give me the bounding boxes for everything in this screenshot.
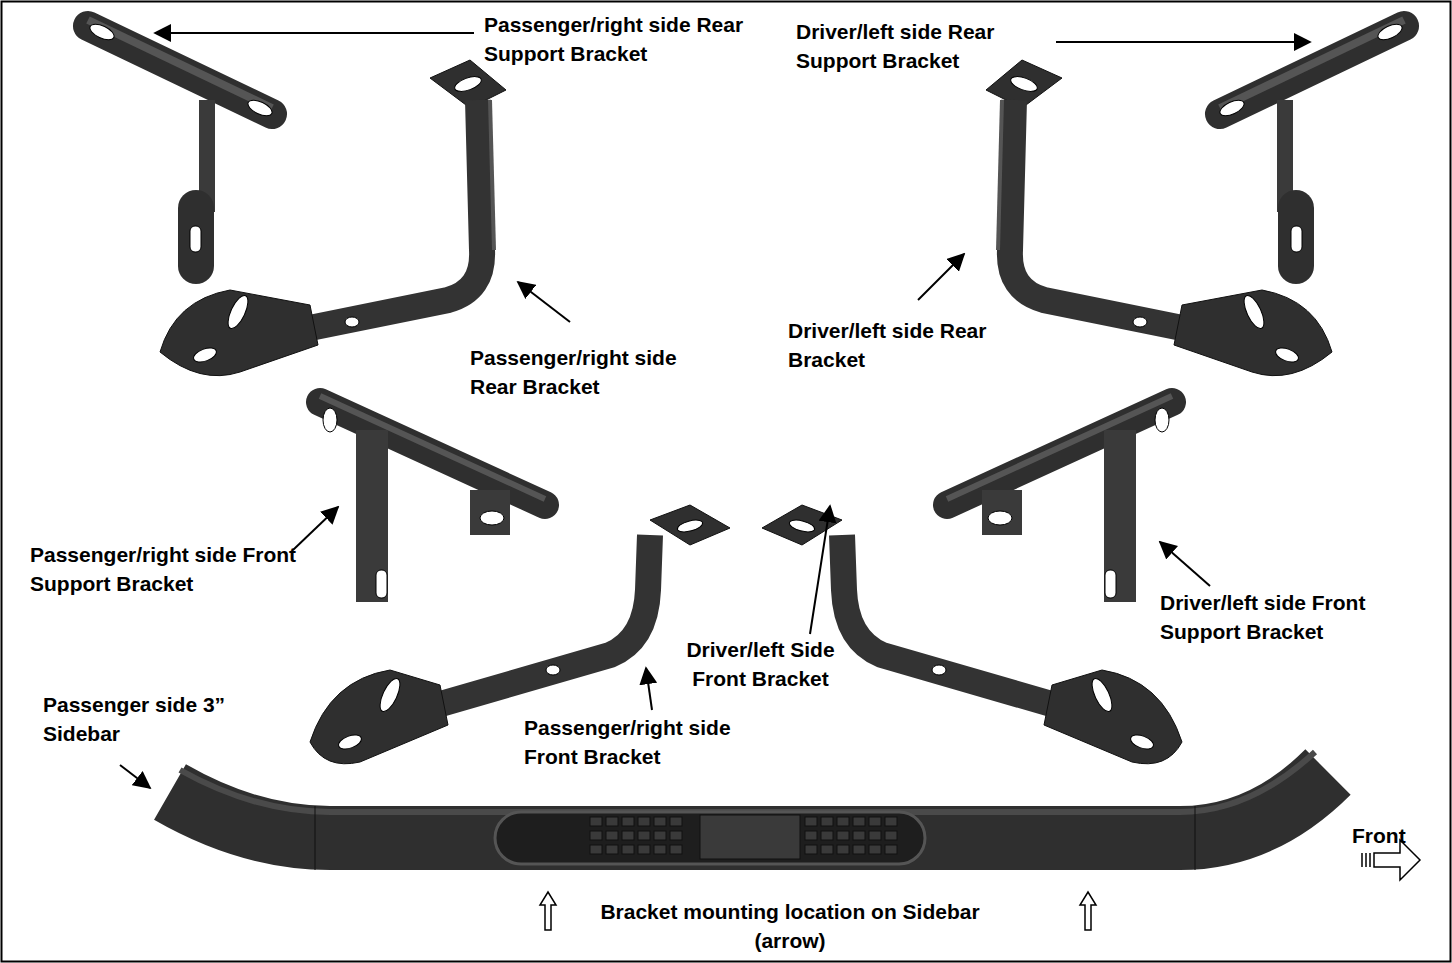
part-label: Driver/left Side Front Bracket (658, 635, 863, 693)
part-label: Passenger/right side Rear Bracket (470, 343, 706, 401)
sidebar-tube (170, 752, 1328, 870)
part-label: Passenger side 3” Sidebar (43, 690, 255, 748)
part-label: Driver/left side Rear Support Bracket (796, 17, 1058, 75)
part-label: Bracket mounting location on Sidebar (ar… (590, 897, 990, 955)
part-label: Passenger/right side Front Bracket (524, 713, 766, 771)
part-label: Front (1352, 821, 1406, 850)
leader-arrows (120, 33, 1310, 788)
part-label: Passenger/right side Rear Support Bracke… (484, 10, 774, 68)
part-label: Driver/left side Front Support Bracket (1160, 588, 1435, 646)
part-label: Passenger/right side Front Support Brack… (30, 540, 325, 598)
part-label: Driver/left side Rear Bracket (788, 316, 988, 374)
